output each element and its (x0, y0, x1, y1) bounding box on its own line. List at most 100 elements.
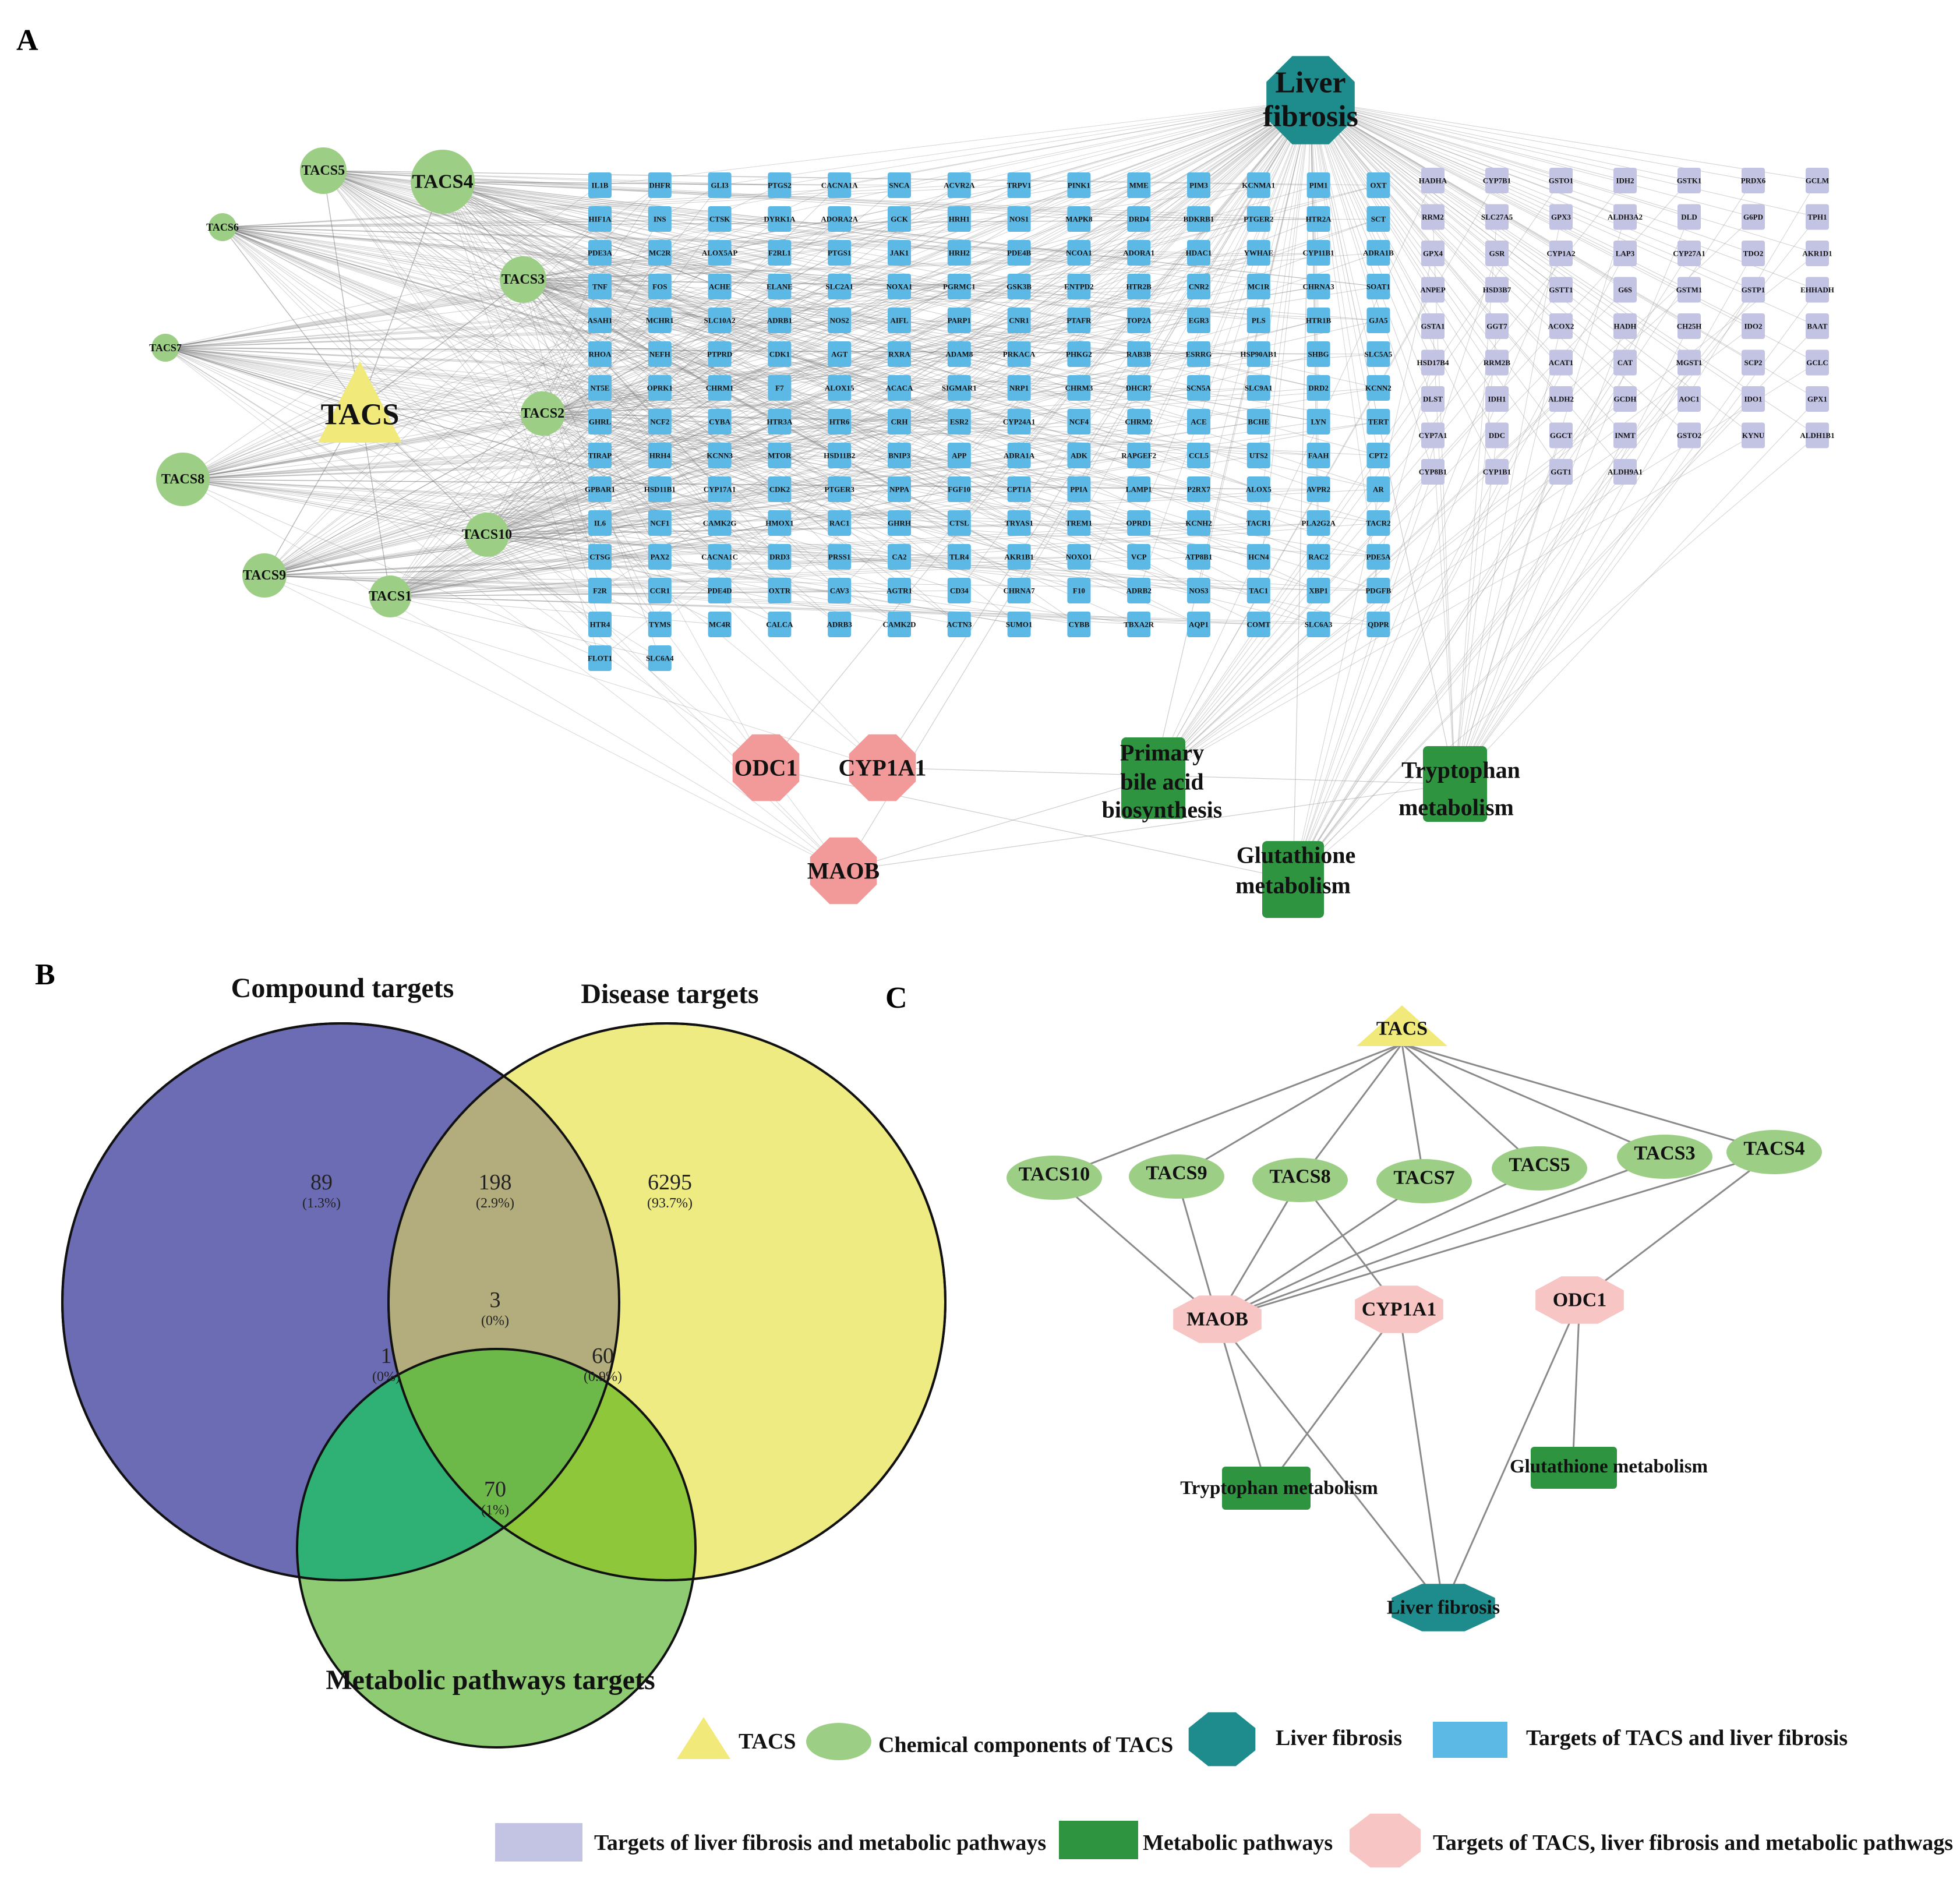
edge (1153, 398, 1690, 779)
edge (1292, 471, 1498, 880)
liver-metab-target-label: GPX4 (1423, 249, 1443, 258)
liver-metab-target-node (1806, 241, 1829, 266)
shared-target-label: CACNA1C (701, 553, 738, 561)
edge (1292, 362, 1562, 880)
shared-target-node (1067, 172, 1091, 198)
edge (165, 252, 780, 348)
edge (1292, 180, 1754, 880)
edge (165, 347, 1079, 490)
shared-target-label: CPT1A (1007, 485, 1032, 494)
edge (323, 170, 1199, 388)
shared-target-node (1187, 612, 1210, 637)
liver-metab-target-label: CYP7A1 (1418, 431, 1447, 440)
edge (222, 227, 780, 591)
edge (599, 100, 1311, 186)
shared-target-label: TIRAP (588, 451, 612, 460)
shared-target-label: AR (1373, 485, 1384, 494)
legend-liver-metab-swatch (495, 1823, 582, 1862)
shared-target-node (708, 476, 732, 502)
edge (264, 489, 840, 576)
liver-metab-target-node (1678, 204, 1701, 230)
edge (1153, 362, 1818, 779)
edge (522, 279, 601, 422)
shared-target-node (947, 240, 971, 266)
edge (182, 286, 780, 480)
edge (264, 286, 959, 576)
shared-target-label: ADRA1A (1004, 451, 1035, 460)
shared-target-node (1007, 240, 1031, 266)
edge (165, 347, 660, 388)
shared-target-label: SNCA (889, 181, 910, 190)
edge (522, 279, 661, 456)
edge (222, 227, 1019, 355)
edge (390, 455, 1199, 597)
edge (390, 354, 1199, 597)
liver-metab-target-label: DLD (1681, 213, 1697, 221)
edge (390, 489, 1019, 597)
shared-target-label: NCF1 (650, 519, 669, 528)
edge (442, 181, 900, 355)
edge (323, 170, 780, 186)
edge (522, 279, 780, 321)
liver-metab-target-label: PRDX6 (1741, 176, 1766, 185)
edge (442, 181, 1379, 287)
shared-target-label: TREM1 (1066, 519, 1093, 528)
edge (1217, 1167, 1540, 1320)
shared-target-node (1366, 341, 1390, 367)
edge (1310, 100, 1626, 400)
shared-target-label: KCNMA1 (1242, 181, 1275, 190)
shared-target-node (708, 240, 732, 266)
tacs-node (318, 361, 402, 443)
edge (486, 354, 1019, 535)
legend-tacs-swatch (677, 1717, 730, 1759)
liver-metab-target-node (1678, 277, 1701, 303)
shared-target-node (1187, 409, 1210, 435)
shared-target-label: ESRRG (1186, 350, 1212, 359)
shared-target-node (1246, 443, 1270, 468)
edge (486, 534, 661, 625)
venn-region-labels: 89(1.3%)198(2.9%)6295(93.7%)3(0%)1(0%)60… (302, 1170, 693, 1518)
edge (1454, 362, 1754, 785)
edge (264, 489, 601, 576)
shared-target-node (588, 510, 612, 536)
shared-target-node (648, 409, 672, 435)
edge (765, 100, 1311, 768)
edge (486, 252, 1019, 535)
shared-target-label: CNR1 (1009, 316, 1029, 325)
shared-target-node (828, 375, 852, 401)
liver-metab-target-node (1485, 204, 1509, 230)
edge (1019, 100, 1311, 388)
edge (182, 286, 601, 480)
liver-metab-target-node (1421, 386, 1445, 412)
shared-target-label: MTOR (768, 451, 792, 460)
shared-target-node (1187, 375, 1210, 401)
edge (1432, 217, 1456, 785)
edge (390, 252, 1319, 597)
edge (1138, 100, 1311, 524)
venn-region-pct: (2.9%) (476, 1196, 514, 1211)
shared-target-label: HTR4 (590, 620, 610, 629)
shared-target-label: CTSK (709, 215, 730, 224)
legend: TACS Chemical components of TACS Liver f… (495, 1712, 1953, 1868)
edge (1310, 100, 1562, 363)
liver-metab-target-node (1485, 422, 1509, 448)
edge (222, 227, 601, 490)
edge (442, 181, 959, 253)
shared-target-node (1246, 409, 1270, 435)
edge (222, 227, 1379, 591)
liver-metab-target-label: GCLM (1806, 176, 1829, 185)
shared-target-label: NCF2 (650, 418, 669, 426)
shared-target-node (1306, 476, 1330, 502)
edge (222, 227, 1259, 524)
shared-target-label: F7 (775, 384, 784, 393)
shared-target-node (888, 544, 911, 570)
edge (390, 556, 1199, 597)
edge (390, 590, 959, 597)
shared-target-label: ACVR2A (944, 181, 975, 190)
liver-metab-target-label: ACAT1 (1549, 358, 1573, 367)
shared-target-node (648, 645, 672, 671)
shared-target-node (947, 274, 971, 299)
shared-target-node (588, 240, 612, 266)
compound-node (500, 256, 546, 303)
